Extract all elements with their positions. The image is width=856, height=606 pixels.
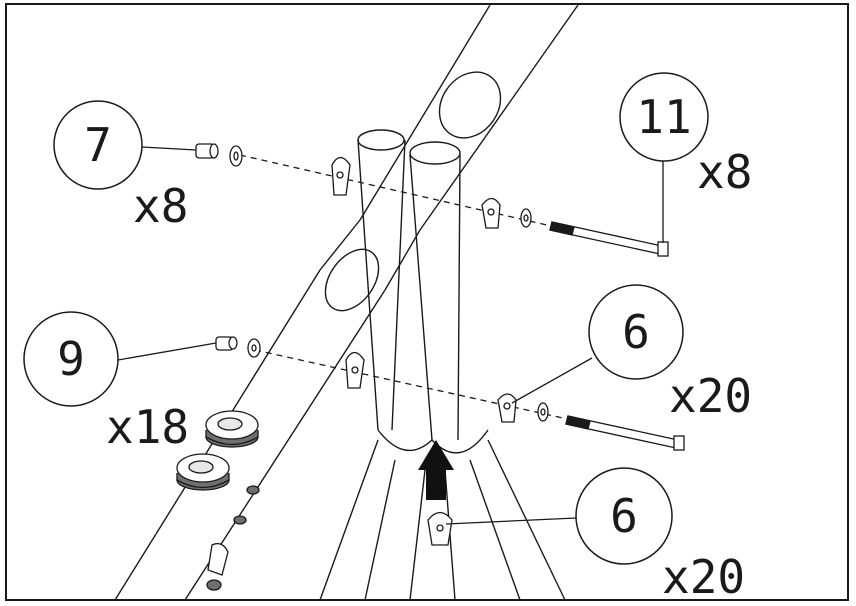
bracket-upper-right: [481, 197, 501, 229]
washer-upper-left: [229, 145, 243, 167]
washer-upper-right: [520, 208, 532, 228]
cap-lower: [176, 453, 230, 491]
bracket-upper-left: [331, 156, 351, 196]
bracket-bottom: [427, 511, 453, 546]
nut-lower-left: [215, 336, 238, 351]
bracket-lower-left: [345, 351, 365, 389]
lower-hardware: [215, 336, 685, 546]
bracket-lower-right: [497, 393, 517, 423]
callout-7: 7: [53, 100, 143, 190]
callout-9-number: 9: [57, 332, 85, 386]
bolt-lower: [565, 415, 685, 451]
callout-6-lower: 6: [575, 467, 673, 565]
qty-6-upper: x20: [669, 369, 752, 423]
callout-6-upper: 6: [588, 284, 684, 380]
nut-upper-left: [195, 143, 219, 159]
diagram-frame: [5, 3, 849, 601]
qty-9: x18: [106, 400, 189, 454]
leader-lines: [117, 146, 664, 525]
bolt-axis-lines: [239, 154, 573, 421]
qty-6-lower: x20: [662, 550, 745, 604]
frame-tubes: [114, 4, 579, 601]
bolt-upper: [549, 221, 669, 257]
callout-11: 11: [619, 72, 709, 162]
callout-11-number: 11: [636, 90, 691, 144]
washer-lower-left: [247, 338, 261, 358]
callout-7-number: 7: [84, 118, 112, 172]
callout-6-upper-number: 6: [622, 305, 650, 359]
cap-upper: [205, 410, 259, 448]
qty-11: x8: [697, 145, 752, 199]
small-fittings: [206, 485, 260, 591]
washer-lower-right: [537, 402, 549, 422]
callout-9: 9: [23, 311, 119, 407]
callout-6-lower-number: 6: [610, 489, 638, 543]
end-caps: [176, 410, 260, 591]
qty-7: x8: [133, 179, 188, 233]
insert-arrow-icon: [418, 440, 454, 500]
